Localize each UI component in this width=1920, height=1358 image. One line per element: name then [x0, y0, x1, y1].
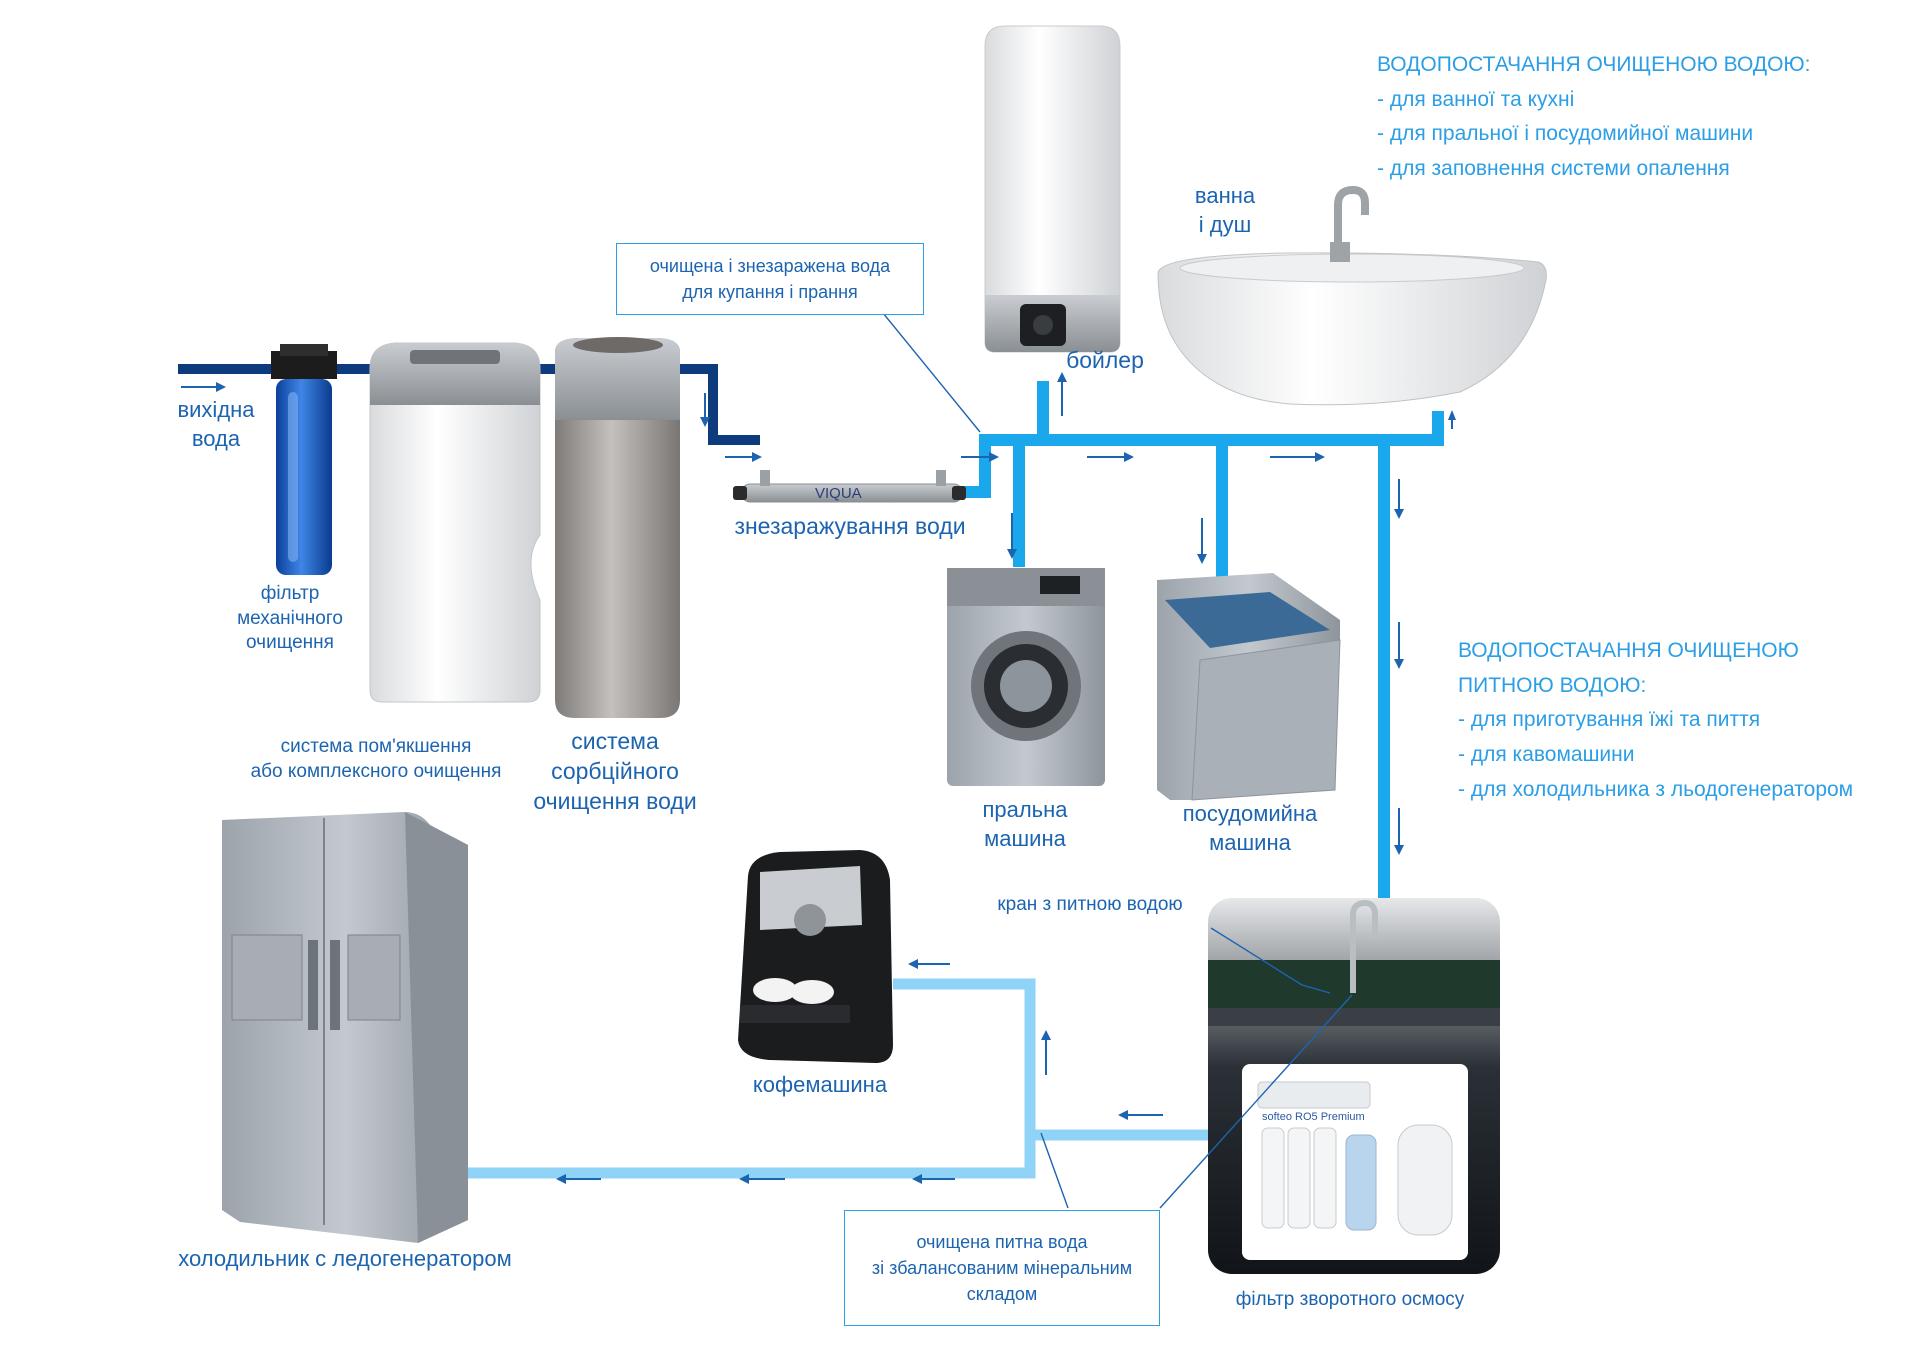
label-line: посудомийна — [1182, 801, 1318, 826]
boiler — [984, 25, 1121, 353]
ro-kitchen-panel: softeo RO5 Premium — [1208, 898, 1500, 1274]
label-line: сорбційного — [551, 757, 679, 784]
mechanical-filter-label: фільтр механічного очищення — [220, 582, 360, 656]
callout-line: для купання і прання — [682, 282, 858, 302]
sorption-tank — [555, 337, 680, 718]
info-item: - для кавомашини — [1458, 742, 1635, 766]
callout-leaders — [882, 312, 1353, 1209]
boiler-label: бойлер — [1066, 347, 1144, 373]
info-title-line: ВОДОПОСТАЧАННЯ ОЧИЩЕНОЮ — [1458, 639, 1799, 662]
label-line: і душ — [1198, 211, 1252, 237]
refrigerator — [222, 812, 468, 1243]
coffee-machine — [738, 850, 893, 1063]
ro-filter-label: фільтр зворотного осмосу — [1235, 1289, 1465, 1310]
softener-label: система пом'якшення або комплексного очи… — [226, 735, 526, 784]
info-item: - для холодильника з льодогенератором — [1458, 777, 1854, 801]
callout-drinking-water: очищена питна вода зі збалансованим міне… — [844, 1210, 1160, 1326]
label-line: очищення води — [533, 787, 697, 814]
coffee-machine-label: кофемашина — [752, 1072, 888, 1097]
washing-machine — [947, 568, 1105, 786]
uv-sterilizer: VIQUA — [733, 470, 966, 503]
info-item: - для ванної та кухні — [1377, 87, 1575, 111]
label-line: або комплексного очищення — [250, 760, 502, 782]
dishwasher — [1157, 573, 1341, 801]
drinking-tap-label: кран з питною водою — [997, 894, 1183, 915]
label-line: пральна — [982, 797, 1068, 822]
flow-arrows — [181, 381, 1453, 1180]
fridge-label: холодильник с ледогенератором — [178, 1246, 512, 1271]
uv-brand-text: VIQUA — [815, 485, 862, 502]
label-line: система пом'якшення — [280, 736, 472, 757]
label-line: механічного — [237, 607, 343, 629]
washer-label: пральна машина — [955, 796, 1095, 853]
softener-cabinet — [369, 342, 541, 703]
label-line: система — [571, 728, 659, 754]
label-line: вода — [191, 425, 241, 451]
label-line: очищення — [246, 632, 334, 654]
label-line: машина — [984, 825, 1066, 851]
callout-line: очищена питна вода — [916, 1231, 1088, 1252]
callout-bathing-water: очищена і знезаражена вода для купання і… — [616, 243, 924, 315]
label-line: машина — [1209, 829, 1291, 855]
info-item: - для пральної і посудомийної машини — [1377, 122, 1754, 146]
inlet-water-label: вихідна вода — [166, 396, 266, 453]
info-item: - для приготування їжі та пиття — [1458, 708, 1761, 732]
callout-line: очищена і знезаражена вода — [649, 255, 891, 276]
mechanical-filter — [271, 344, 337, 575]
callout-line: зі збалансованим мінеральним — [871, 1257, 1133, 1278]
info-title: ВОДОПОСТАЧАННЯ ОЧИЩЕНОЮ ВОДОЮ: — [1377, 53, 1811, 76]
sorption-label: система сорбційного очищення води — [515, 727, 715, 817]
info-block-drinking-water: ВОДОПОСТАЧАННЯ ОЧИЩЕНОЮ ПИТНОЮ ВОДОЮ: - … — [1458, 634, 1853, 807]
label-line: вихідна — [177, 397, 255, 422]
ro-brand-text: softeo RO5 Premium — [1262, 1111, 1365, 1123]
uv-sterilizer-label: знезаражування води — [734, 513, 966, 539]
info-item: - для заповнення системи опалення — [1377, 156, 1730, 180]
info-title-line: ПИТНОЮ ВОДОЮ: — [1458, 673, 1647, 697]
label-line: ванна — [1194, 183, 1256, 208]
bath-label: ванна і душ — [1170, 182, 1280, 239]
label-line: фільтр — [260, 583, 320, 604]
dishwasher-label: посудомийна машина — [1160, 800, 1340, 857]
callout-line: складом — [966, 1284, 1038, 1305]
arrow-heads — [216, 372, 1456, 1184]
bathtub — [1157, 185, 1547, 406]
info-block-treated-water: ВОДОПОСТАЧАННЯ ОЧИЩЕНОЮ ВОДОЮ: - для ван… — [1377, 48, 1810, 187]
